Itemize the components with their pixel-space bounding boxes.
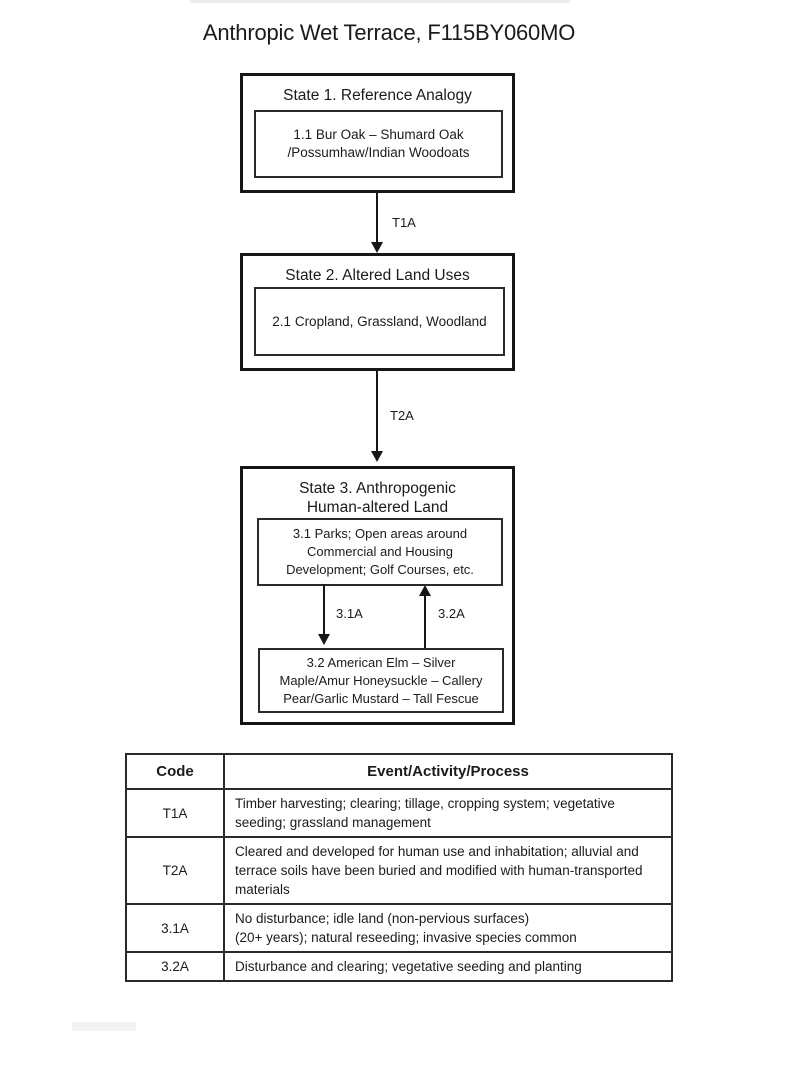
code-cell: 3.2A <box>125 951 225 982</box>
top-edge-artifact <box>190 0 570 3</box>
table-row-t2a: T2A Cleared and developed for human use … <box>125 836 673 905</box>
a32-arrowhead-icon <box>419 585 431 596</box>
t1a-arrowhead-icon <box>371 242 383 253</box>
col-header-code: Code <box>125 753 225 790</box>
desc-cell: Cleared and developed for human use and … <box>223 836 673 905</box>
page-title: Anthropic Wet Terrace, F115BY060MO <box>202 20 576 45</box>
code-cell: T2A <box>125 836 225 905</box>
desc-cell: Timber harvesting; clearing; tillage, cr… <box>223 788 673 838</box>
state1-box: State 1. Reference Analogy 1.1 Bur Oak –… <box>240 73 515 193</box>
table-header-row: Code Event/Activity/Process <box>125 753 673 790</box>
t2a-arrowhead-icon <box>371 451 383 462</box>
a32-label: 3.2A <box>438 606 465 621</box>
state3-title: State 3. Anthropogenic Human-altered Lan… <box>299 480 456 516</box>
a31-arrow-line <box>323 584 325 634</box>
t1a-arrow-line <box>376 190 378 242</box>
t2a-label: T2A <box>390 408 414 423</box>
code-cell: T1A <box>125 788 225 838</box>
a32-arrow-line <box>424 596 426 648</box>
a31-label: 3.1A <box>336 606 363 621</box>
community-1-1-box: 1.1 Bur Oak – Shumard Oak /Possumhaw/Ind… <box>254 110 503 178</box>
community-2-1-box: 2.1 Cropland, Grassland, Woodland <box>254 287 505 356</box>
community-3-2-box: 3.2 American Elm – Silver Maple/Amur Hon… <box>258 648 504 713</box>
codes-table: Code Event/Activity/Process T1A Timber h… <box>125 753 673 982</box>
table-row-32a: 3.2A Disturbance and clearing; vegetativ… <box>125 951 673 982</box>
col-header-event: Event/Activity/Process <box>223 753 673 790</box>
table-row-31a: 3.1A No disturbance; idle land (non-perv… <box>125 903 673 953</box>
state3-box: State 3. Anthropogenic Human-altered Lan… <box>240 466 515 725</box>
faint-watermark <box>72 1022 136 1031</box>
state2-title: State 2. Altered Land Uses <box>285 267 470 284</box>
code-cell: 3.1A <box>125 903 225 953</box>
table-row-t1a: T1A Timber harvesting; clearing; tillage… <box>125 788 673 838</box>
desc-cell: No disturbance; idle land (non-pervious … <box>223 903 673 953</box>
community-3-1-box: 3.1 Parks; Open areas around Commercial … <box>257 518 503 586</box>
t1a-label: T1A <box>392 215 416 230</box>
state2-box: State 2. Altered Land Uses 2.1 Cropland,… <box>240 253 515 371</box>
desc-cell: Disturbance and clearing; vegetative see… <box>223 951 673 982</box>
state1-title: State 1. Reference Analogy <box>283 87 472 104</box>
a31-arrowhead-icon <box>318 634 330 645</box>
t2a-arrow-line <box>376 368 378 451</box>
